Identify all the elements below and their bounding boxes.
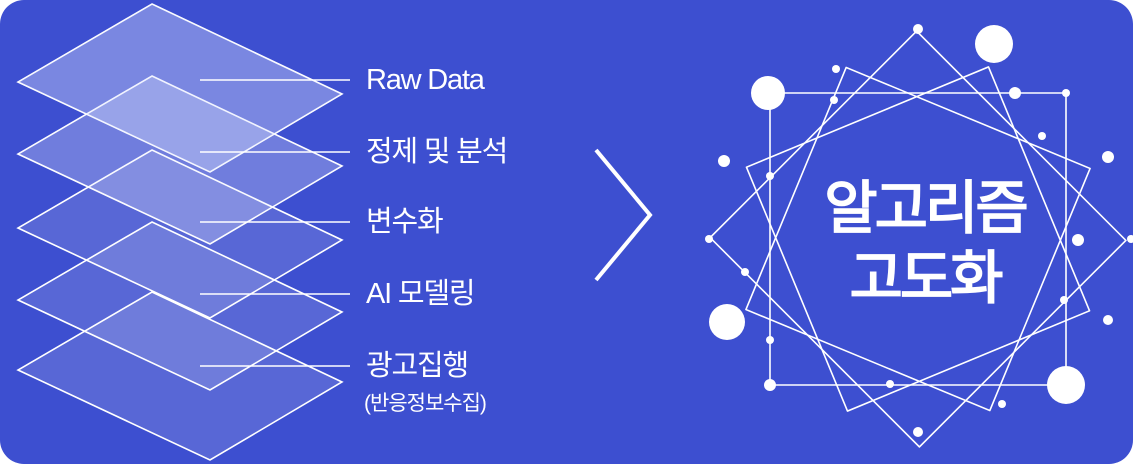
network-nodes [705, 24, 1133, 437]
layer-sublabel-feedback: (반응정보수집) [364, 392, 487, 415]
layer-label-cleansing: 정제 및 분석 [366, 136, 508, 168]
layer-label-ai-modeling: AI 모델링 [366, 278, 476, 310]
layer-label-variables: 변수화 [366, 206, 444, 238]
layer-label-raw-data: Raw Data [366, 64, 485, 96]
result-title-line2: 고도화 [849, 246, 1003, 311]
layer-plane-2 [16, 75, 344, 245]
layer-plane-4 [16, 221, 344, 391]
network-emblem [709, 30, 1127, 448]
layer-label-ad-execution: 광고집행 [366, 350, 469, 382]
chevron-right-icon [594, 148, 653, 282]
layer-plane-1 [16, 3, 344, 173]
result-title-line1: 알고리즘 [824, 176, 1028, 241]
